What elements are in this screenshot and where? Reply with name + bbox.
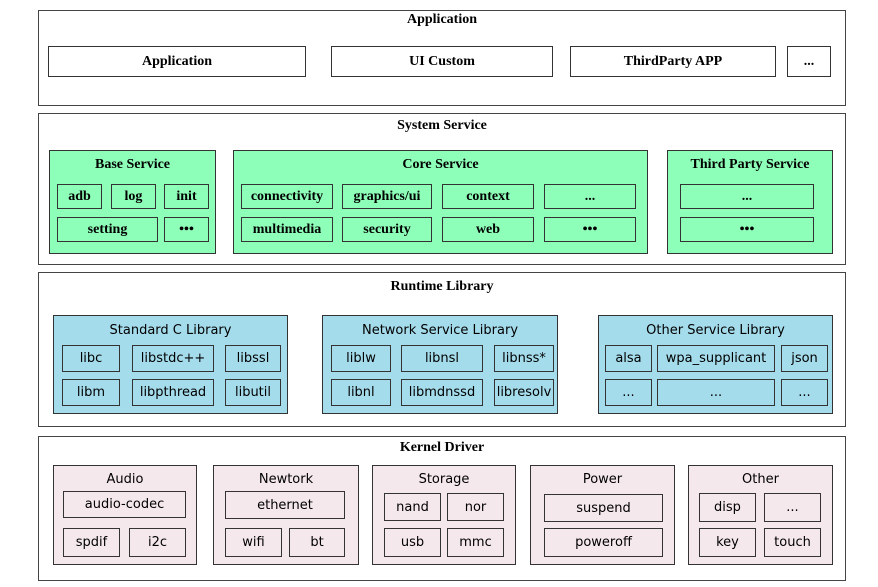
app-box-application: Application bbox=[48, 46, 306, 77]
driver-i2c: i2c bbox=[129, 528, 186, 557]
base-service-group: Base Service adb log init setting ••• bbox=[49, 150, 216, 254]
lib-wpa-supplicant: wpa_supplicant bbox=[657, 345, 775, 372]
application-layer: Application Application UI Custom ThirdP… bbox=[38, 10, 846, 106]
driver-ethernet: ethernet bbox=[225, 491, 345, 519]
lib-libpthread: libpthread bbox=[132, 379, 214, 406]
lib-libresolv: libresolv bbox=[494, 379, 554, 406]
lib-libssl: libssl bbox=[225, 345, 281, 372]
lib-libc: libc bbox=[62, 345, 120, 372]
other-service-library-title: Other Service Library bbox=[646, 323, 785, 338]
lib-libstdcpp: libstdc++ bbox=[132, 345, 214, 372]
lib-more-3: ... bbox=[781, 379, 828, 406]
driver-more: ... bbox=[764, 493, 821, 522]
app-box-more: ... bbox=[787, 46, 831, 77]
core-item-more-2: ••• bbox=[544, 217, 636, 242]
kernel-storage-group: Storage nand nor usb mmc bbox=[372, 465, 516, 565]
base-item-log: log bbox=[111, 184, 156, 209]
lib-libutil: libutil bbox=[225, 379, 281, 406]
application-layer-title: Application bbox=[406, 12, 477, 27]
kernel-driver-layer: Kernel Driver Audio audio-codec spdif i2… bbox=[38, 436, 846, 581]
standard-c-library-title: Standard C Library bbox=[109, 323, 232, 338]
driver-disp: disp bbox=[699, 493, 756, 522]
lib-liblw: liblw bbox=[331, 345, 391, 372]
core-service-title: Core Service bbox=[402, 157, 479, 172]
runtime-library-layer: Runtime Library Standard C Library libc … bbox=[38, 272, 846, 427]
driver-spdif: spdif bbox=[63, 528, 120, 557]
kernel-network-group: Newtork ethernet wifi bt bbox=[213, 465, 359, 565]
lib-alsa: alsa bbox=[605, 345, 652, 372]
system-service-layer: System Service Base Service adb log init… bbox=[38, 113, 846, 265]
lib-more-1: ... bbox=[605, 379, 652, 406]
base-item-adb: adb bbox=[57, 184, 102, 209]
driver-nand: nand bbox=[384, 493, 441, 521]
driver-mmc: mmc bbox=[447, 528, 504, 557]
core-item-security: security bbox=[342, 217, 432, 242]
app-box-ui-custom: UI Custom bbox=[331, 46, 553, 77]
base-item-init: init bbox=[164, 184, 209, 209]
system-service-title: System Service bbox=[397, 118, 487, 133]
kernel-network-title: Newtork bbox=[258, 472, 314, 487]
driver-usb: usb bbox=[384, 528, 441, 557]
core-item-multimedia: multimedia bbox=[241, 217, 333, 242]
kernel-storage-title: Storage bbox=[418, 472, 470, 487]
driver-touch: touch bbox=[764, 528, 821, 557]
kernel-other-title: Other bbox=[742, 472, 779, 487]
third-party-service-title: Third Party Service bbox=[690, 157, 810, 172]
core-item-connectivity: connectivity bbox=[241, 184, 333, 209]
kernel-power-group: Power suspend poweroff bbox=[530, 465, 675, 565]
third-party-service-group: Third Party Service ... ••• bbox=[667, 150, 833, 254]
kernel-driver-title: Kernel Driver bbox=[399, 440, 485, 455]
core-item-graphics-ui: graphics/ui bbox=[342, 184, 432, 209]
kernel-other-group: Other disp ... key touch bbox=[688, 465, 833, 565]
network-service-library-title: Network Service Library bbox=[361, 323, 519, 338]
lib-libmdnssd: libmdnssd bbox=[401, 379, 483, 406]
lib-more-2: ... bbox=[657, 379, 775, 406]
kernel-power-title: Power bbox=[582, 472, 623, 487]
driver-bt: bt bbox=[289, 528, 345, 557]
base-item-setting: setting bbox=[57, 217, 158, 242]
lib-libnl: libnl bbox=[331, 379, 391, 406]
base-service-title: Base Service bbox=[94, 157, 171, 172]
core-item-context: context bbox=[442, 184, 534, 209]
lib-libnss: libnss* bbox=[494, 345, 554, 372]
driver-suspend: suspend bbox=[544, 494, 663, 522]
other-service-library-group: Other Service Library alsa wpa_supplican… bbox=[598, 315, 833, 414]
runtime-library-title: Runtime Library bbox=[390, 279, 494, 294]
lib-libnsl: libnsl bbox=[401, 345, 483, 372]
core-item-web: web bbox=[442, 217, 534, 242]
third-item-more-2: ••• bbox=[680, 217, 814, 242]
driver-key: key bbox=[699, 528, 756, 557]
core-item-more-1: ... bbox=[544, 184, 636, 209]
kernel-audio-group: Audio audio-codec spdif i2c bbox=[53, 465, 197, 565]
driver-wifi: wifi bbox=[225, 528, 282, 557]
base-item-more: ••• bbox=[164, 217, 209, 242]
app-box-thirdparty-app: ThirdParty APP bbox=[570, 46, 776, 77]
standard-c-library-group: Standard C Library libc libstdc++ libssl… bbox=[53, 315, 288, 414]
driver-audio-codec: audio-codec bbox=[63, 491, 186, 518]
network-service-library-group: Network Service Library liblw libnsl lib… bbox=[322, 315, 558, 414]
driver-nor: nor bbox=[447, 493, 504, 521]
lib-json: json bbox=[781, 345, 828, 372]
kernel-audio-title: Audio bbox=[106, 472, 144, 487]
driver-poweroff: poweroff bbox=[544, 528, 663, 557]
third-item-more-1: ... bbox=[680, 184, 814, 209]
core-service-group: Core Service connectivity graphics/ui co… bbox=[233, 150, 648, 254]
lib-libm: libm bbox=[62, 379, 120, 406]
